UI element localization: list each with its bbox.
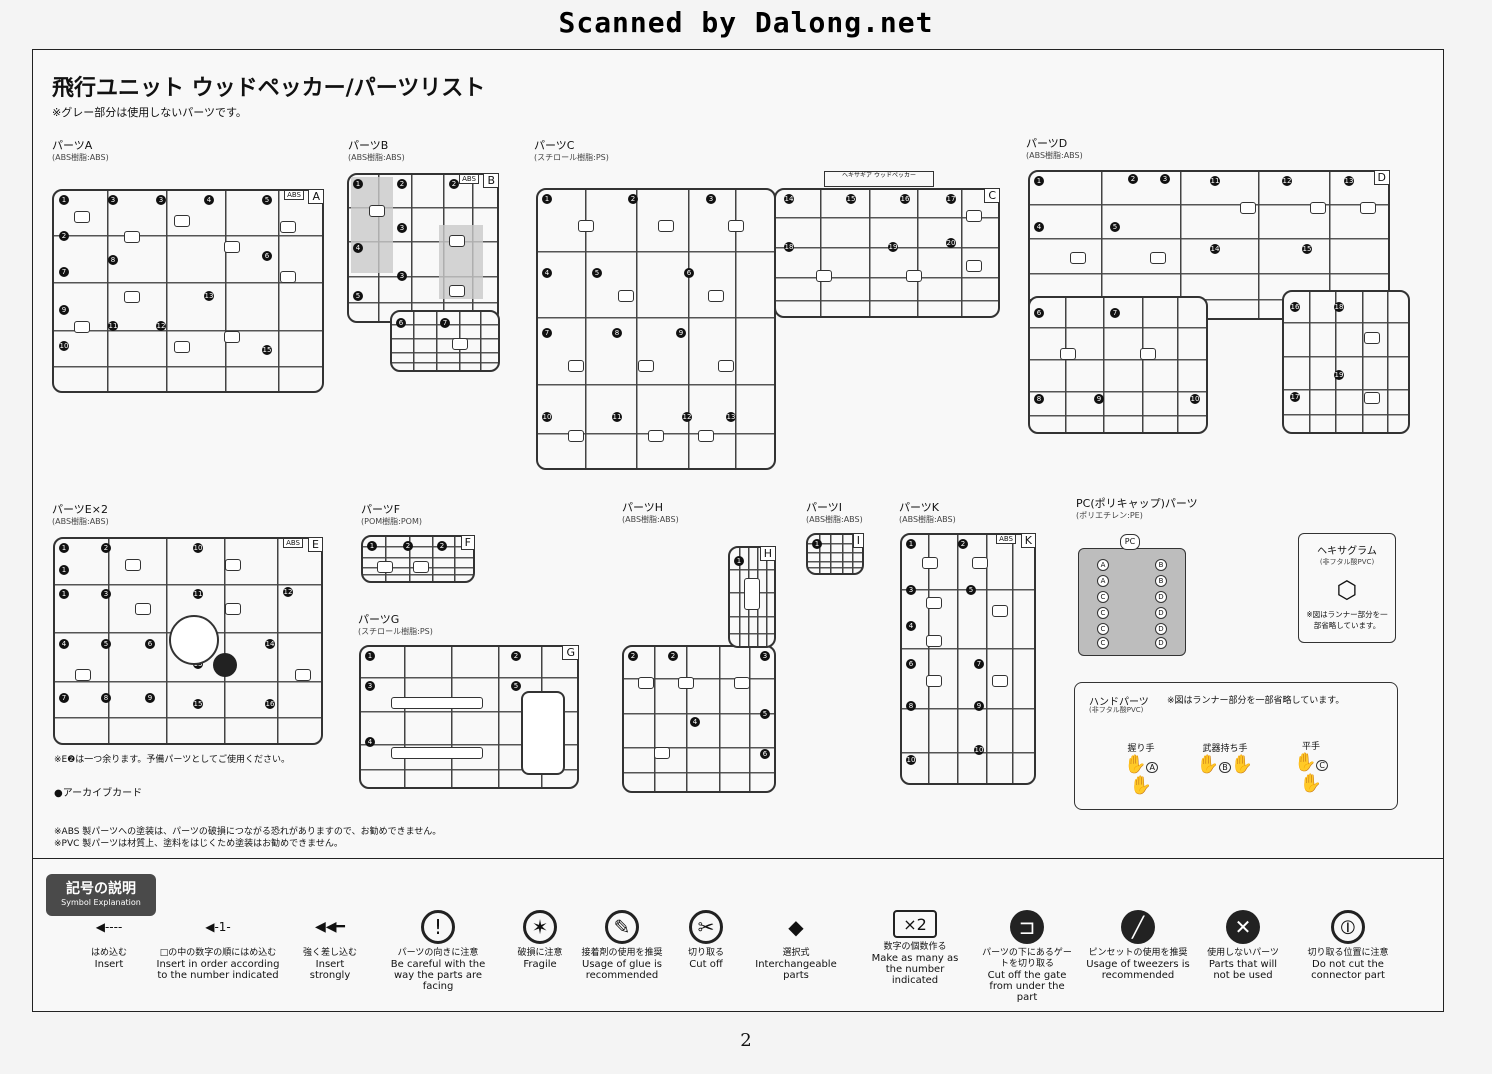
- hand-icon: ✋B✋: [1196, 754, 1254, 775]
- runner-letter: G: [562, 645, 579, 660]
- hand-icon: ✋A✋: [1115, 754, 1167, 796]
- insert-order-icon: ◀-1-: [205, 919, 231, 934]
- hand-parts-note: ※図はランナー部分を一部省略しています。: [1167, 696, 1345, 706]
- insert-arrow-icon: ◀----: [95, 919, 123, 934]
- hexagram-material: (非フタル酸PVC): [1319, 558, 1375, 566]
- part-f-label: パーツF(POM樹脂:POM): [361, 503, 422, 527]
- runner-letter: I: [852, 533, 864, 548]
- runner-letter: A: [308, 189, 324, 204]
- part-d-label: パーツD(ABS樹脂:ABS): [1026, 137, 1083, 161]
- section-divider: [32, 858, 1444, 859]
- runner-letter: D: [1373, 170, 1390, 185]
- cut-off-icon: ✂: [689, 910, 723, 944]
- page-number: 2: [740, 1030, 752, 1051]
- part-k-label: パーツK(ABS樹脂:ABS): [899, 501, 956, 525]
- part-i-label: パーツI(ABS樹脂:ABS): [806, 501, 863, 525]
- interchangeable-icon: ◆: [788, 914, 804, 939]
- part-g-label: パーツG(スチロール樹脂:PS): [358, 613, 433, 637]
- fragile-icon: ✶: [523, 910, 557, 944]
- footnote-pvc: ※PVC 製パーツは材質上、塗料をはじくため塗装はお勧めできません。: [54, 839, 343, 849]
- runner-letter: K: [1020, 533, 1036, 548]
- hexagram-title: ヘキサグラム: [1317, 546, 1377, 557]
- footnote-abs: ※ABS 製パーツへの塗装は、パーツの破損につながる恐れがありますので、お勧めで…: [54, 827, 442, 837]
- runner-c-tag: ヘキサギア ウッドペッカー: [824, 171, 934, 187]
- runner-letter: B: [483, 173, 499, 188]
- archive-card: ●アーカイブカード: [54, 788, 143, 799]
- tweezers-icon: ╱: [1121, 910, 1155, 944]
- runner-letter: H: [759, 546, 776, 561]
- page-title: 飛行ユニット ウッドペッカー/パーツリスト: [52, 76, 486, 101]
- hexagram-box: ヘキサグラム (非フタル酸PVC) ⬡ ※図はランナー部分を一部省略しています。: [1298, 533, 1396, 643]
- e-note: ※E❷は一つ余ります。予備パーツとしてご使用ください。: [54, 755, 290, 765]
- part-c-label: パーツC(スチロール樹脂:PS): [534, 139, 609, 163]
- insert-strongly-icon: ◀◀━: [315, 918, 345, 935]
- abs-tag: ABS: [996, 534, 1016, 544]
- symbols-header: 記号の説明 Symbol Explanation: [46, 874, 156, 916]
- unused-parts-icon: ✕: [1226, 910, 1260, 944]
- hand-item-weapon: 武器持ち手 ✋B✋: [1196, 744, 1254, 775]
- connector-caution-icon: ⦶: [1331, 910, 1365, 944]
- hand-item-grip: 握り手 ✋A✋: [1115, 741, 1167, 796]
- part-b-label: パーツB(ABS樹脂:ABS): [348, 139, 405, 163]
- gray-note: ※グレー部分は使用しないパーツです。: [52, 106, 247, 119]
- runner-letter: C: [984, 188, 1000, 203]
- hand-icon: ✋C✋: [1283, 752, 1339, 794]
- abs-tag: ABS: [459, 174, 479, 184]
- hand-parts-title: ハンドパーツ: [1089, 697, 1149, 708]
- caution-icon: !: [421, 910, 455, 944]
- part-a-label: パーツA(ABS樹脂:ABS): [52, 139, 109, 163]
- glue-icon: ✎: [605, 910, 639, 944]
- abs-tag: ABS: [283, 538, 303, 548]
- hexagram-note: ※図はランナー部分を一部省略しています。: [1306, 610, 1388, 630]
- part-h-label: パーツH(ABS樹脂:ABS): [622, 501, 679, 525]
- hand-item-flat: 平手 ✋C✋: [1283, 739, 1339, 794]
- make-multiple-icon: ×2: [893, 910, 937, 938]
- hand-parts-box: ハンドパーツ (非フタル酸PVC) ※図はランナー部分を一部省略しています。 握…: [1074, 682, 1398, 810]
- gate-cut-icon: ⊐: [1010, 910, 1044, 944]
- runner-h-top: H 1: [728, 546, 776, 648]
- hand-parts-material: (非フタル酸PVC): [1089, 706, 1144, 714]
- watermark: Scanned by Dalong.net: [558, 6, 934, 39]
- runner-letter: E: [308, 537, 323, 552]
- runner-letter: F: [460, 535, 475, 550]
- pc-tag: PC: [1120, 534, 1140, 550]
- runner-i: I 1: [806, 533, 864, 575]
- hexagon-icon: ⬡: [1336, 576, 1358, 604]
- part-pc-label: PC(ポリキャップ)パーツ(ポリエチレン:PE): [1076, 497, 1198, 521]
- part-e-label: パーツE×2(ABS樹脂:ABS): [52, 503, 109, 527]
- abs-tag: ABS: [284, 190, 304, 200]
